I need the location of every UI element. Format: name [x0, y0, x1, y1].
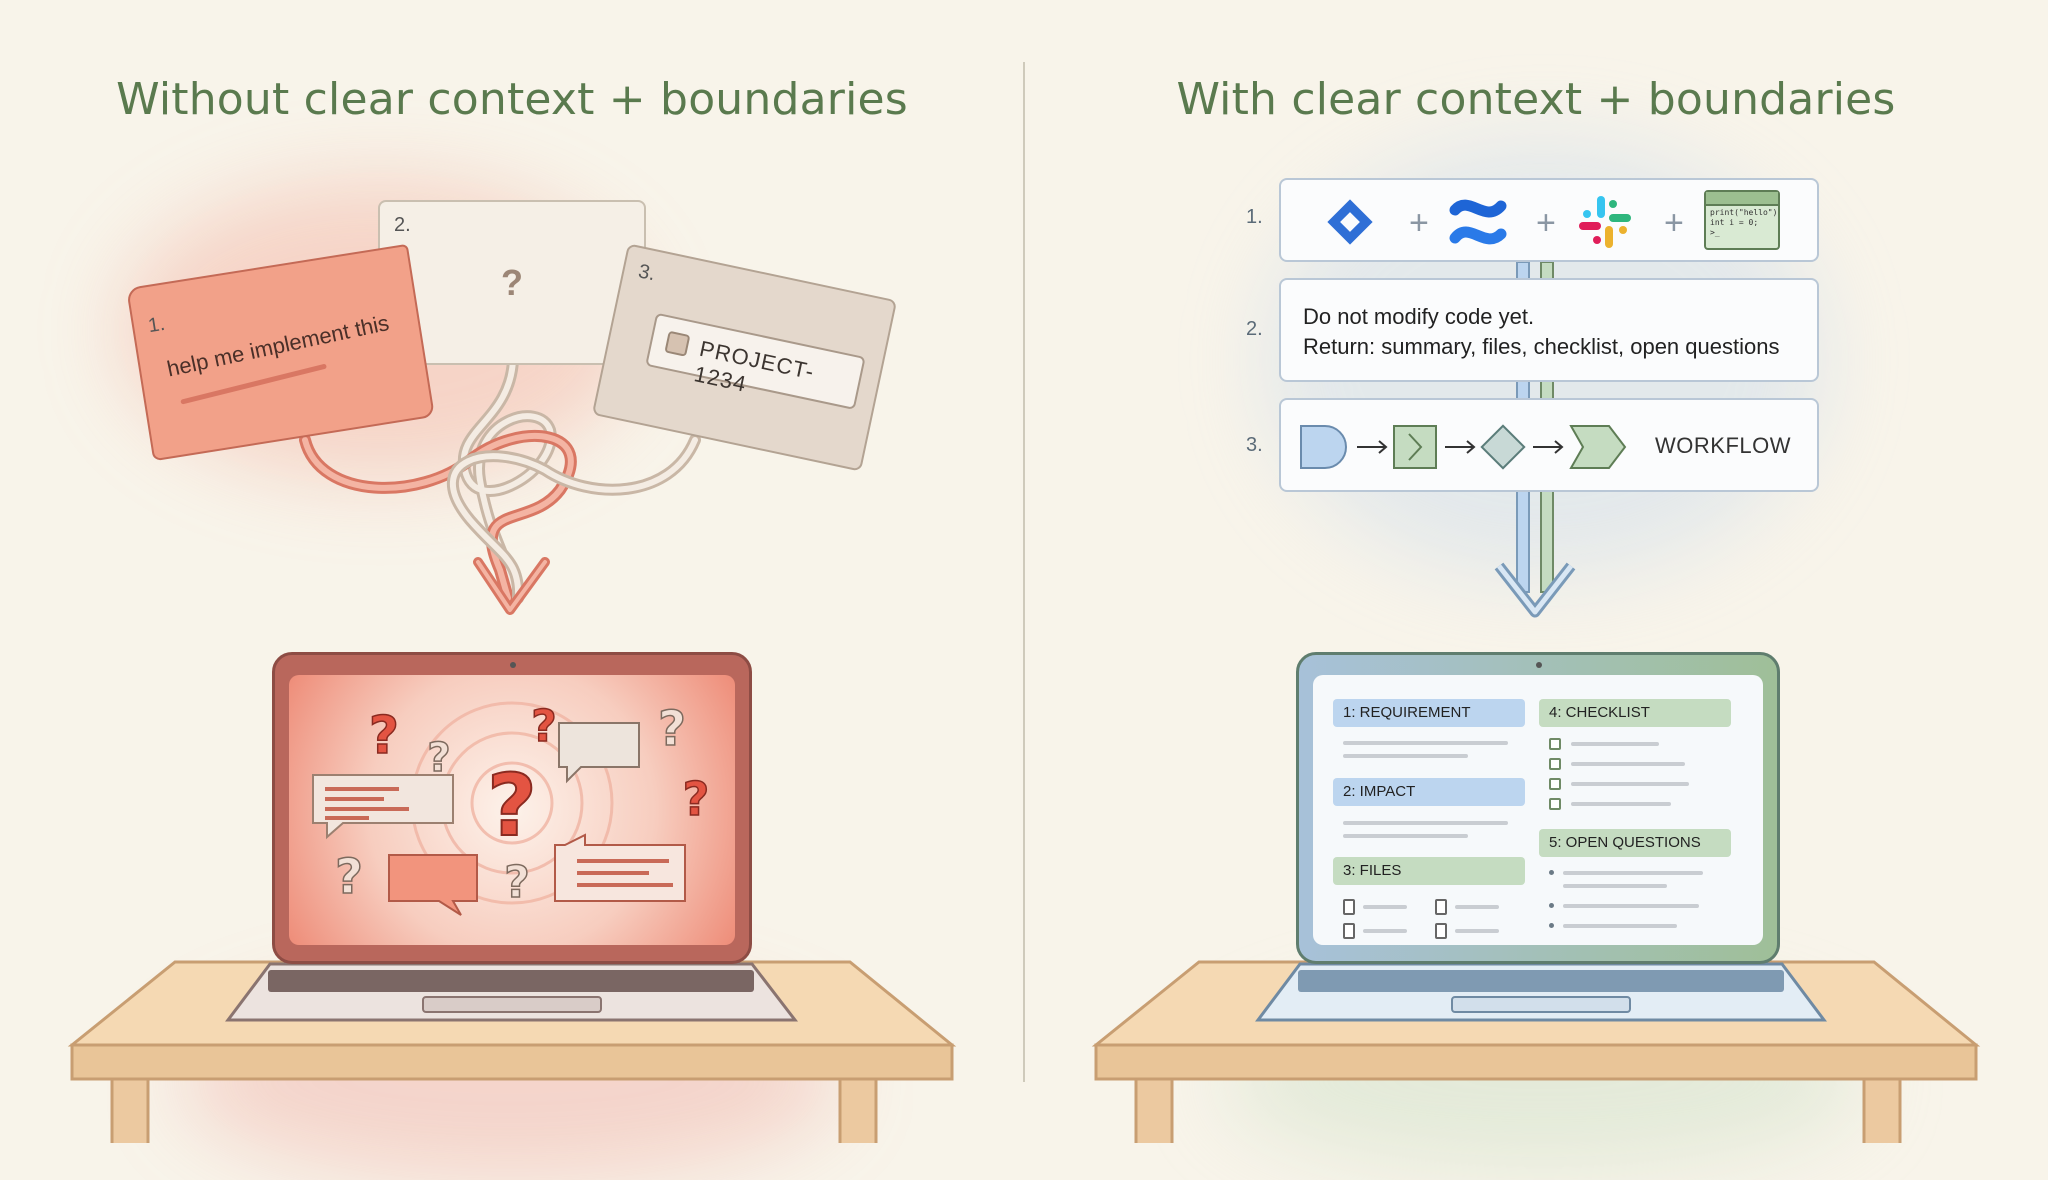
workflow-row: WORKFLOW [1279, 398, 1819, 492]
left-webcam [510, 662, 516, 668]
context-card-2: 2. ? [378, 200, 646, 365]
file-line [1455, 905, 1499, 909]
right-desk [1091, 960, 1981, 1143]
left-title: Without clear context + boundaries [116, 74, 908, 125]
row-3-number: 3. [1246, 434, 1263, 456]
open-question-line [1563, 871, 1703, 875]
confusion-swirl: ? ? ? ? ? ? ? ? [312, 700, 710, 916]
jira-icon [1327, 199, 1373, 245]
center-divider [1023, 62, 1025, 1082]
card-2-number: 2. [394, 214, 411, 236]
checklist-line [1571, 762, 1685, 766]
open-question-line [1563, 884, 1667, 888]
right-laptop-frame: 1: REQUIREMENT 2: IMPACT 3: FILES 4: CHE… [1296, 652, 1780, 964]
tools-row: + + + print("hello") int i = 0; >_ [1279, 178, 1819, 262]
instruction-line-2: Return: summary, files, checklist, open … [1303, 334, 1780, 359]
file-icon [1435, 899, 1447, 915]
svg-text:?: ? [658, 701, 686, 757]
file-line [1455, 929, 1499, 933]
left-laptop-frame: ? ? ? ? ? ? ? ? [272, 652, 752, 964]
svg-text:?: ? [427, 735, 450, 781]
impact-line [1343, 821, 1508, 825]
right-title: With clear context + boundaries [1176, 74, 1896, 125]
svg-text:?: ? [504, 857, 530, 908]
left-laptop-screen: ? ? ? ? ? ? ? ? [289, 675, 735, 945]
svg-text:?: ? [487, 756, 537, 856]
checklist-line [1571, 782, 1689, 786]
checklist-line [1571, 802, 1671, 806]
impact-line [1343, 834, 1468, 838]
confluence-icon [1449, 199, 1507, 245]
right-laptop-screen: 1: REQUIREMENT 2: IMPACT 3: FILES 4: CHE… [1313, 675, 1763, 945]
right-panel: With clear context + boundaries 1. + + [1024, 0, 2048, 1170]
checklist-line [1571, 742, 1659, 746]
right-webcam [1536, 662, 1542, 668]
checklist-checkbox [1549, 738, 1561, 750]
plus-3: + [1664, 204, 1684, 242]
open-question-line [1563, 924, 1677, 928]
svg-text:?: ? [335, 849, 363, 905]
card-2-question-mark: ? [501, 262, 523, 303]
workflow-diagram [1300, 424, 1627, 470]
svg-text:?: ? [369, 706, 399, 766]
requirement-line [1343, 741, 1508, 745]
checklist-checkbox [1549, 798, 1561, 810]
row-1-number: 1. [1246, 206, 1263, 228]
open-questions-label: 5: OPEN QUESTIONS [1539, 829, 1731, 857]
row-2-number: 2. [1246, 318, 1263, 340]
left-panel: Without clear context + boundaries 2. ? … [0, 0, 1024, 1180]
checklist-label: 4: CHECKLIST [1539, 699, 1731, 727]
terminal-line-2: int i = 0; [1710, 218, 1759, 227]
svg-text:?: ? [683, 772, 710, 826]
svg-text:?: ? [531, 701, 557, 752]
terminal-line-3: >_ [1710, 228, 1720, 237]
open-question-line [1563, 904, 1699, 908]
file-line [1363, 929, 1407, 933]
files-label: 3: FILES [1333, 857, 1525, 885]
instruction-line-1: Do not modify code yet. [1303, 304, 1535, 329]
requirement-label: 1: REQUIREMENT [1333, 699, 1525, 727]
terminal-line-1: print("hello") [1710, 208, 1778, 217]
checklist-checkbox [1549, 778, 1561, 790]
terminal-icon: print("hello") int i = 0; >_ [1704, 190, 1780, 250]
checklist-checkbox [1549, 758, 1561, 770]
instructions-row: Do not modify code yet. Return: summary,… [1279, 278, 1819, 382]
plus-2: + [1536, 204, 1556, 242]
workflow-label: WORKFLOW [1655, 433, 1791, 458]
impact-label: 2: IMPACT [1333, 778, 1525, 806]
slack-icon [1579, 196, 1631, 248]
open-question-bullet [1549, 903, 1554, 908]
file-line [1363, 905, 1407, 909]
open-question-bullet [1549, 870, 1554, 875]
tangled-threads [299, 354, 701, 615]
plus-1: + [1409, 204, 1429, 242]
file-icon [1343, 899, 1355, 915]
file-icon [1343, 923, 1355, 939]
requirement-line [1343, 754, 1468, 758]
left-desk [67, 960, 957, 1143]
open-question-bullet [1549, 923, 1554, 928]
file-icon [1435, 923, 1447, 939]
